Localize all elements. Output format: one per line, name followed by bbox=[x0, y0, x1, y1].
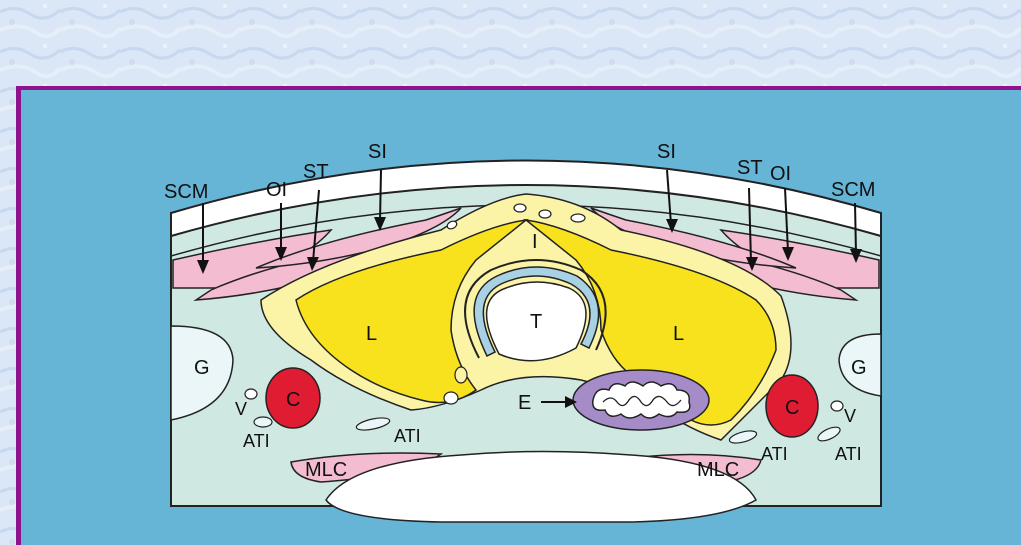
label-jugular-left: G bbox=[194, 357, 210, 379]
label-si-right: SI bbox=[657, 141, 676, 163]
thyroid-cross-section-diagram: SCM OI ST SI SI ST OI SCM I L L T G G C … bbox=[21, 90, 1021, 545]
isthmus-vessel-1 bbox=[514, 204, 526, 212]
label-trachea: T bbox=[530, 311, 542, 333]
isthmus-vessel-2 bbox=[539, 210, 551, 218]
label-ati-left-outer: ATI bbox=[243, 431, 270, 451]
label-oi-right: OI bbox=[770, 163, 791, 185]
paratracheal-node-2 bbox=[444, 392, 458, 404]
vagus-nerve-right bbox=[831, 401, 843, 411]
vagus-nerve-left bbox=[245, 389, 257, 399]
label-mlc-left: MLC bbox=[305, 459, 347, 481]
label-carotid-right: C bbox=[785, 397, 799, 419]
isthmus-vessel-3 bbox=[571, 214, 585, 222]
label-carotid-left: C bbox=[286, 389, 300, 411]
inferior-thyroid-artery-left-outer bbox=[254, 417, 272, 427]
label-isthmus: I bbox=[532, 231, 538, 253]
label-oi-left: OI bbox=[266, 179, 287, 201]
label-jugular-right: G bbox=[851, 357, 867, 379]
label-ati-left-inner: ATI bbox=[394, 426, 421, 446]
label-ati-right-outer: ATI bbox=[835, 444, 862, 464]
label-mlc-right: MLC bbox=[697, 459, 739, 481]
label-scm-right: SCM bbox=[831, 179, 875, 201]
figure-frame: SCM OI ST SI SI ST OI SCM I L L T G G C … bbox=[16, 86, 1021, 545]
label-st-left: ST bbox=[303, 161, 329, 183]
label-lobe-right: L bbox=[673, 323, 684, 345]
label-st-right: ST bbox=[737, 157, 763, 179]
label-vagus-right: V bbox=[844, 406, 856, 426]
paratracheal-node-1 bbox=[455, 367, 467, 383]
label-esophagus: E bbox=[518, 392, 531, 414]
label-ati-right-inner: ATI bbox=[761, 444, 788, 464]
label-scm-left: SCM bbox=[164, 181, 208, 203]
label-si-left: SI bbox=[368, 141, 387, 163]
label-lobe-left: L bbox=[366, 323, 377, 345]
label-vagus-left: V bbox=[235, 399, 247, 419]
